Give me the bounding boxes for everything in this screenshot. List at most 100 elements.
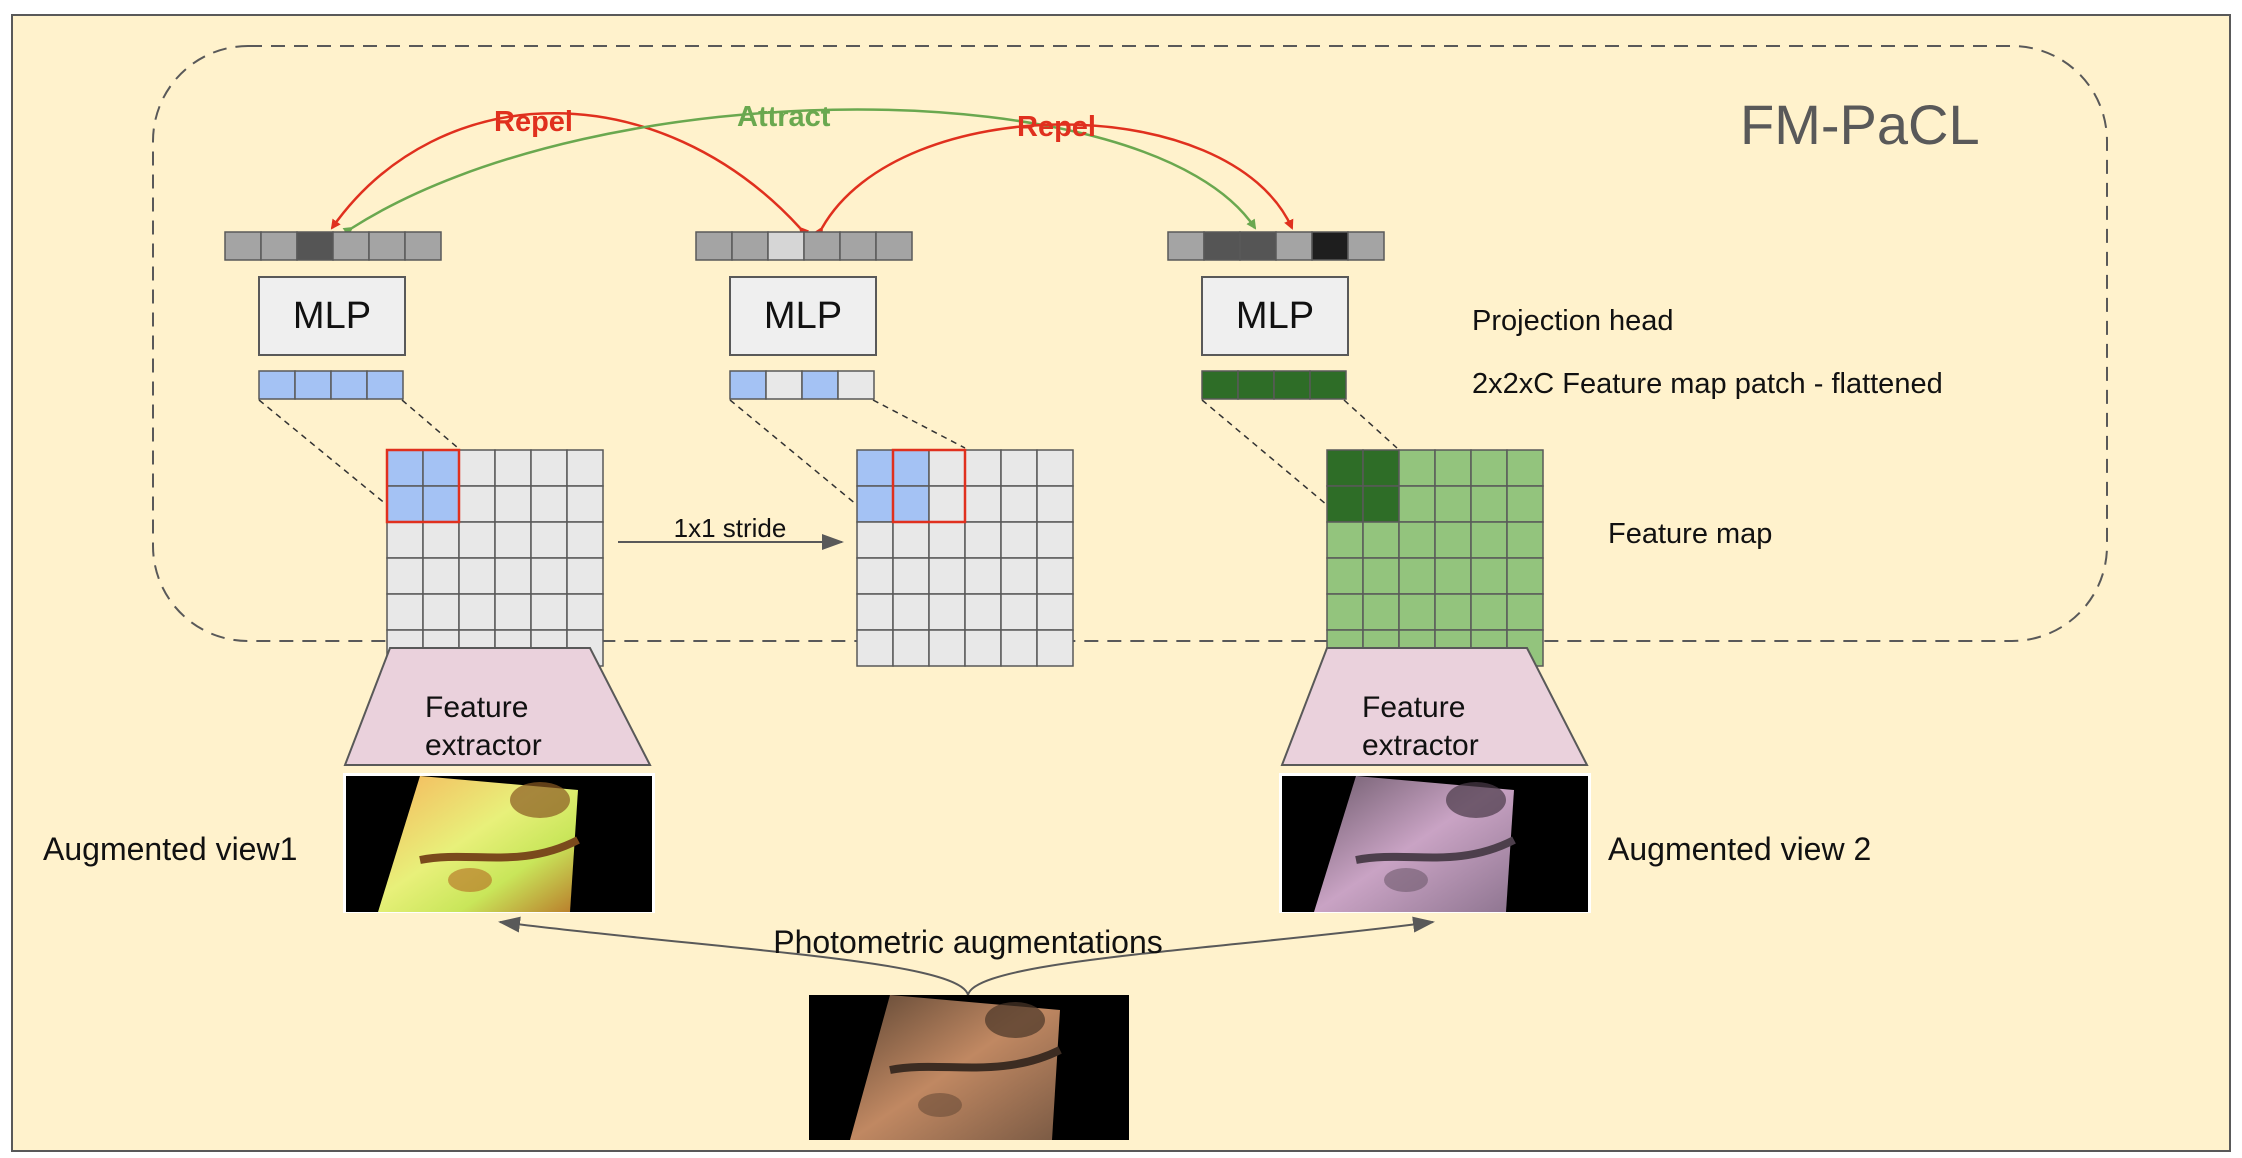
feature-map-cell — [1434, 593, 1472, 631]
outer-panel — [11, 14, 2231, 1152]
feature-map-cell — [458, 449, 496, 487]
feature-map-cell — [1326, 521, 1364, 559]
feature-map-cell — [1434, 557, 1472, 595]
patch-vector-cell — [330, 370, 368, 400]
feature-map-cell — [494, 521, 532, 559]
projection-vector-cell — [767, 231, 805, 261]
feature-map-cell — [1470, 449, 1508, 487]
feature-map-3 — [1326, 449, 1544, 667]
projection-vector-cell — [1167, 231, 1205, 261]
feature-map-cell — [530, 449, 568, 487]
projection-vector-cell — [296, 231, 334, 261]
feature-map-cell — [964, 449, 1002, 487]
patch-vector-cell — [1273, 370, 1311, 400]
feature-map-cell — [494, 449, 532, 487]
projection-vector-cell — [731, 231, 769, 261]
feature-map-cell — [892, 449, 930, 487]
feature-map-cell — [1470, 485, 1508, 523]
feature-map-cell — [964, 593, 1002, 631]
extractor-label-line1: Feature — [425, 691, 528, 724]
feature-map-cell — [892, 485, 930, 523]
feature-map-cell — [1506, 449, 1544, 487]
feature-map-cell — [928, 557, 966, 595]
projection-vector-cell — [1239, 231, 1277, 261]
feature-map-cell — [856, 593, 894, 631]
feature-map-cell — [928, 449, 966, 487]
feature-map-cell — [1470, 593, 1508, 631]
feature-map-cell — [458, 593, 496, 631]
feature-map-cell — [530, 557, 568, 595]
feature-map-cell — [530, 593, 568, 631]
feature-map-cell — [1036, 557, 1074, 595]
patch-vector-cell — [1309, 370, 1347, 400]
feature-map-cell — [964, 521, 1002, 559]
feature-map-cell — [422, 449, 460, 487]
extractor-label-line1: Feature — [1362, 691, 1465, 724]
feature-map-cell — [1434, 449, 1472, 487]
feature-map-cell — [1000, 593, 1038, 631]
mlp-label: MLP — [764, 295, 842, 337]
feature-map-label: Feature map — [1608, 518, 1772, 550]
projection-vector-3 — [1167, 231, 1385, 261]
feature-map-cell — [566, 521, 604, 559]
feature-map-cell — [458, 557, 496, 595]
feature-map-cell — [422, 593, 460, 631]
projection-vector-1 — [224, 231, 442, 261]
feature-map-cell — [1000, 485, 1038, 523]
feature-map-cell — [422, 485, 460, 523]
feature-extractor-1: Feature extractor — [343, 647, 652, 766]
feature-map-cell — [1506, 485, 1544, 523]
feature-map-cell — [856, 521, 894, 559]
feature-map-2 — [856, 448, 1074, 667]
feature-map-cell — [566, 557, 604, 595]
patch-outline — [385, 448, 461, 524]
feature-map-cell — [1506, 557, 1544, 595]
attract-label: Attract — [737, 101, 831, 133]
mlp-block-2: MLP — [729, 276, 877, 356]
feature-map-cell — [928, 521, 966, 559]
patch-vector-2 — [729, 370, 875, 400]
feature-map-cell — [1326, 557, 1364, 595]
feature-map-cell — [1036, 521, 1074, 559]
feature-map-cell — [964, 629, 1002, 667]
feature-map-cell — [1326, 449, 1364, 487]
feature-map-cell — [530, 485, 568, 523]
projection-vector-cell — [839, 231, 877, 261]
feature-extractor-2: Feature extractor — [1280, 647, 1589, 766]
photometric-arrow-right — [967, 916, 1435, 996]
photometric-arrow-left — [498, 916, 969, 996]
repel-label-right: Repel — [1017, 111, 1096, 143]
projection-vector-cell — [803, 231, 841, 261]
projection-vector-2 — [695, 231, 913, 261]
feature-map-cell — [1036, 629, 1074, 667]
feature-map-cell — [494, 557, 532, 595]
patch-vector-cell — [765, 370, 803, 400]
feature-map-cell — [892, 521, 930, 559]
feature-map-cell — [1398, 557, 1436, 595]
feature-map-cell — [1036, 485, 1074, 523]
extractor-label-line2: extractor — [1362, 729, 1479, 762]
projection-vector-cell — [875, 231, 913, 261]
fm-pacl-title: FM-PaCL — [1740, 93, 1980, 156]
feature-map-cell — [928, 593, 966, 631]
projection-vector-cell — [1311, 231, 1349, 261]
feature-map-cell — [1000, 629, 1038, 667]
feature-map-cell — [386, 485, 424, 523]
feature-map-cell — [494, 593, 532, 631]
feature-map-cell — [386, 449, 424, 487]
feature-map-cell — [856, 629, 894, 667]
patch-vector-1 — [258, 370, 404, 400]
feature-map-cell — [1506, 521, 1544, 559]
fm-pacl-region — [152, 45, 2108, 642]
feature-map-cell — [458, 485, 496, 523]
feature-map-cell — [1362, 593, 1400, 631]
patch-label: 2x2xC Feature map patch - flattened — [1472, 368, 1943, 400]
feature-map-cell — [964, 485, 1002, 523]
feature-map-cell — [1398, 593, 1436, 631]
patch-vector-cell — [729, 370, 767, 400]
feature-map-cell — [1036, 593, 1074, 631]
repel-arrow-right — [813, 123, 1294, 238]
mlp-label: MLP — [293, 295, 371, 337]
patch-vector-cell — [366, 370, 404, 400]
feature-map-cell — [856, 557, 894, 595]
